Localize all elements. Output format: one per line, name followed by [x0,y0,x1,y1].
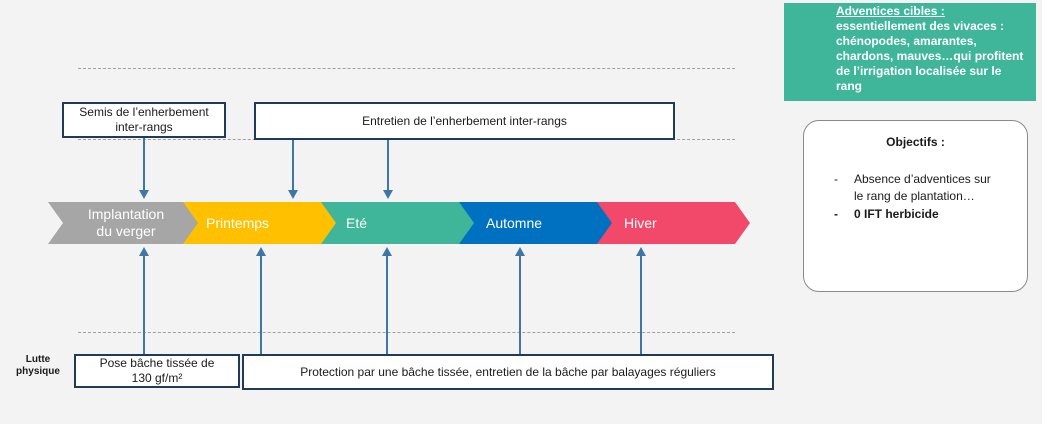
season-label-automne: Automne [486,202,542,244]
arrow-up-printemps-head [256,247,266,256]
pose-line2: 130 gf/m² [131,371,183,385]
entretien-box: Entretien de l’enherbement inter-rangs [254,102,675,140]
arrow-up-automne-line [519,256,521,354]
objectif-1-line1: Absence d’adventices sur [854,172,991,186]
arrow-down-ete-line [387,140,389,190]
implantation-line2: du verger [96,223,156,239]
pose-line1: Pose bâche tissée de [99,356,215,370]
lutte-line2: physique [16,366,60,377]
arrow-up-ete-line [386,256,388,354]
arrow-up-automne-head [515,247,525,256]
chevron-ete [321,202,476,244]
objectif-item: - 0 IFT herbicide [834,206,1019,224]
arrow-up-ete-head [382,247,392,256]
semis-line1: Semis de l’enherbement [79,105,209,119]
adventices-line2: chénopodes, amarantes, [836,34,977,48]
arrow-up-hiver-head [636,247,646,256]
pose-bache-box: Pose bâche tissée de 130 gf/m² [74,354,240,388]
automne-label: Automne [486,214,543,231]
season-label-printemps: Printemps [206,202,269,244]
printemps-label: Printemps [206,214,270,231]
hiver-label: Hiver [624,214,657,231]
objectif-dash: - [834,207,838,221]
arrow-up-pose-head [139,247,149,256]
arrow-down-semis-head [139,190,149,199]
lutte-physique-label: Lutte physique [12,354,64,378]
objectif-item: - Absence d’adventices sur le rang de pl… [834,171,1019,207]
chevron-hiver [597,202,750,244]
semis-line2: inter-rangs [115,120,173,134]
semis-box: Semis de l’enherbement inter-rangs [62,102,226,138]
arrow-down-printemps-line [292,140,294,190]
dashed-separator-top [78,68,735,69]
objectifs-panel: Objectifs : - Absence d’adventices sur l… [803,120,1028,292]
arrow-up-pose-line [143,256,145,356]
adventices-title: Adventices cibles : [836,4,945,18]
objectif-dash: - [834,172,838,186]
adventices-panel: Adventices cibles : essentiellement des … [784,3,1036,101]
lutte-line1: Lutte [25,354,51,365]
objectif-text: Absence d’adventices sur le rang de plan… [854,171,1019,205]
arrow-down-printemps-head [288,190,298,199]
arrow-down-semis-line [143,138,145,190]
arrow-up-hiver-line [640,256,642,354]
adventices-line1: essentiellement des vivaces : [836,19,1005,33]
protection-label: Protection par une bâche tissée, entreti… [300,364,716,379]
arrow-up-printemps-line [260,256,262,354]
ete-label: Eté [346,214,368,231]
objectifs-title: Objectifs : [886,135,945,149]
objectif-1-line2: le rang de plantation… [854,189,975,203]
protection-box: Protection par une bâche tissée, entreti… [242,354,774,390]
dashed-separator-lower [78,332,735,333]
implantation-line1: Implantation [87,206,165,222]
entretien-label: Entretien de l’enherbement inter-rangs [362,113,567,128]
season-label-hiver: Hiver [624,202,657,244]
season-label-implantation: Implantation du verger [66,202,186,244]
objectif-2-line1: 0 IFT herbicide [854,207,939,221]
arrow-down-ete-head [383,190,393,199]
adventices-line5: rang [836,79,863,93]
adventices-line4: de l’irrigation localisée sur le [836,64,1002,78]
season-label-ete: Eté [346,202,367,244]
adventices-line3: chardons, mauves…qui profitent [836,49,1024,63]
